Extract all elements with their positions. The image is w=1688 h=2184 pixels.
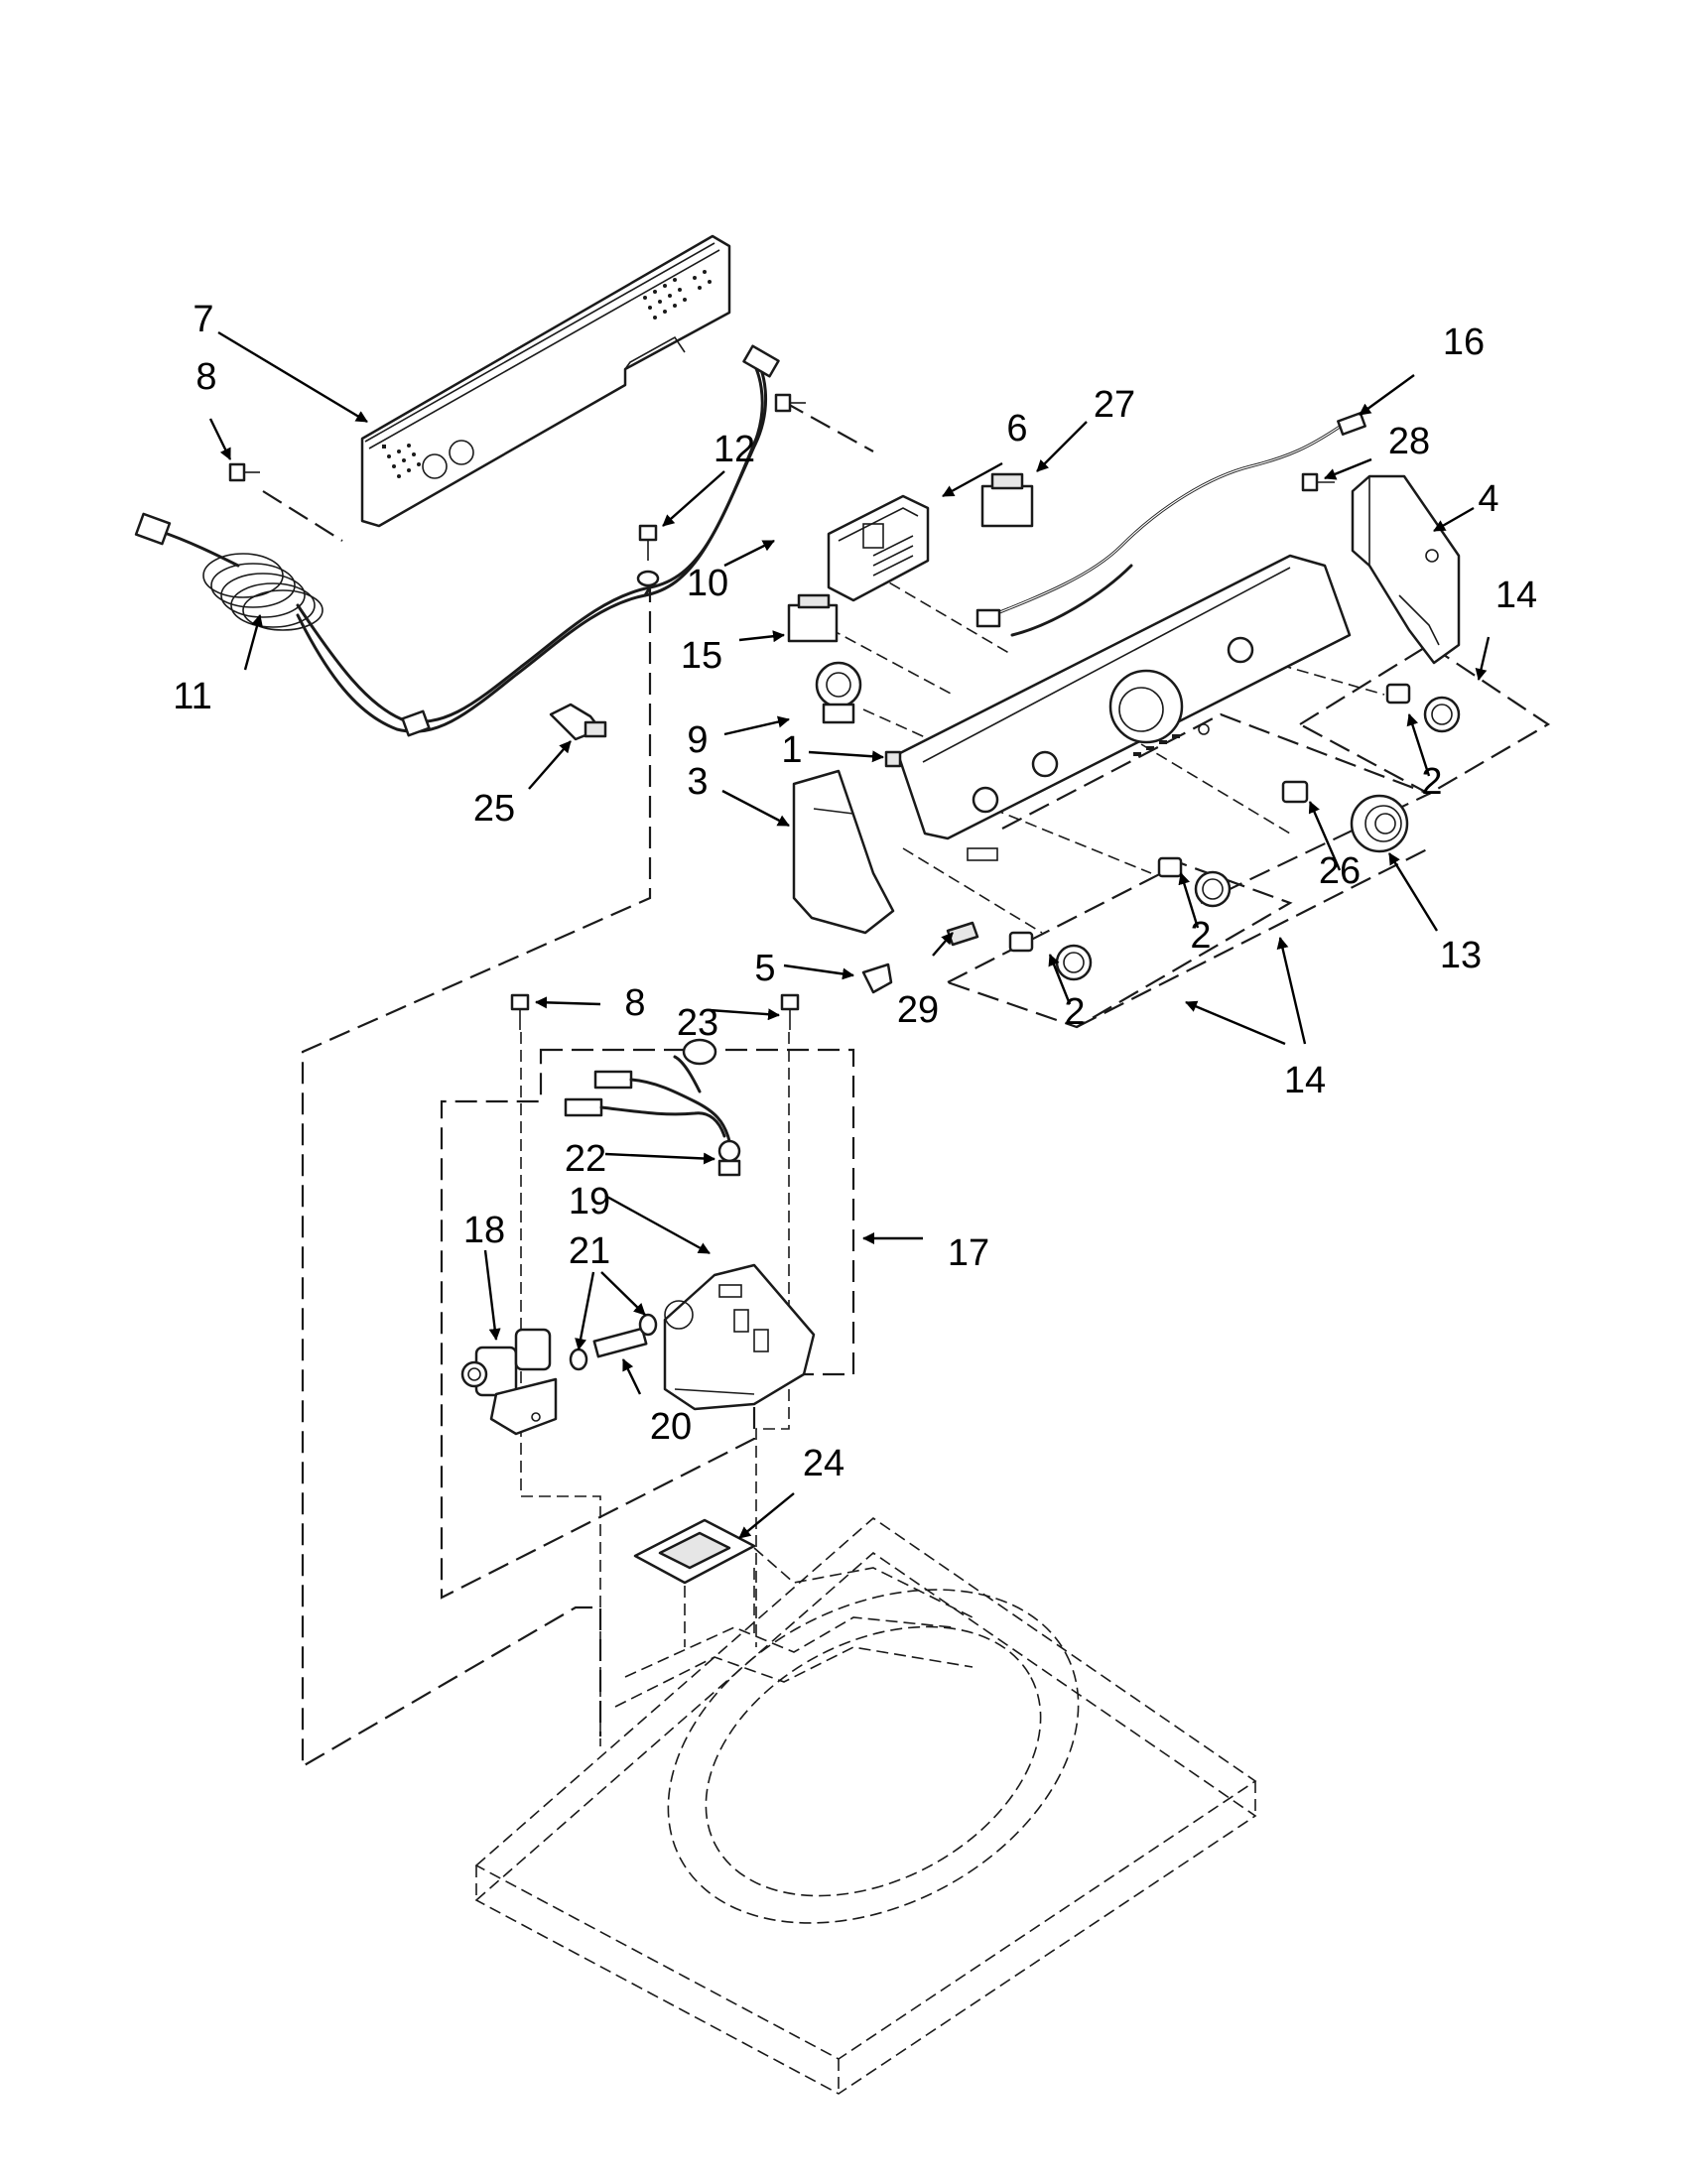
callout-3: 3	[687, 761, 708, 803]
clamp-part-21-left	[569, 1348, 588, 1371]
ground-screw-part-12	[636, 524, 660, 587]
callout-17: 17	[948, 1232, 989, 1274]
pressure-switch-part-9	[815, 661, 862, 724]
callout-14-bottom: 14	[1284, 1060, 1326, 1101]
callout-24: 24	[803, 1443, 844, 1484]
washer-top-base	[474, 1516, 1257, 2095]
tab-part-1	[884, 750, 902, 768]
callout-2-right: 2	[1421, 761, 1442, 803]
spacer-part-26	[1281, 780, 1309, 804]
back-panel-part-7	[360, 234, 731, 528]
wire-harness-part-16	[975, 412, 1366, 637]
screw-part-28	[1301, 472, 1335, 492]
screw-part-10	[774, 393, 806, 413]
callout-27: 27	[1094, 384, 1135, 426]
console-panel	[896, 554, 1352, 861]
callout-15: 15	[681, 635, 722, 677]
callout-22: 22	[565, 1138, 606, 1180]
callout-21: 21	[569, 1230, 610, 1272]
callout-26: 26	[1319, 850, 1361, 892]
callout-20: 20	[650, 1406, 692, 1448]
callout-16: 16	[1443, 321, 1485, 363]
control-board-part-6	[827, 494, 930, 602]
callout-8-lower: 8	[624, 982, 645, 1024]
callout-12: 12	[714, 429, 755, 470]
screw-part-23	[780, 993, 800, 1030]
callout-2-middle: 2	[1190, 915, 1211, 957]
screw-part-8-lower	[510, 993, 530, 1030]
switch-part-15	[787, 593, 839, 643]
callout-25: 25	[473, 788, 515, 830]
callout-18: 18	[463, 1210, 505, 1251]
callout-5: 5	[754, 948, 775, 989]
dispenser-part-19	[663, 1263, 816, 1411]
tube-part-20	[592, 1327, 648, 1358]
power-cord-part-11	[134, 344, 780, 737]
callout-labels: 1 2 2 2 3 4 5 6 7 8 8 9 10 11 12 13 14 1…	[173, 299, 1537, 1484]
switch-part-27	[980, 472, 1034, 528]
grommet-part-24	[633, 1518, 756, 1585]
callout-9: 9	[687, 719, 708, 761]
callout-7: 7	[193, 299, 213, 340]
water-valve-part-18	[460, 1328, 558, 1436]
cord-clamp-part-25	[549, 703, 607, 741]
end-cap-bracket-part-4	[1351, 474, 1461, 665]
assembly-lines	[262, 401, 1551, 1768]
callout-10: 10	[687, 563, 728, 604]
callout-11: 11	[173, 676, 211, 717]
clamp-part-21-right	[638, 1313, 658, 1337]
large-knob-part-13	[1350, 794, 1409, 853]
callout-4: 4	[1478, 478, 1498, 520]
screw-part-8-top	[228, 462, 260, 482]
callout-13: 13	[1440, 935, 1482, 976]
knob-part-2-middle	[1157, 856, 1232, 908]
callout-29: 29	[897, 989, 939, 1031]
knob-part-2-lower	[1008, 931, 1093, 981]
end-cap-part-3	[792, 769, 895, 935]
callout-23: 23	[677, 1002, 718, 1044]
callout-19: 19	[569, 1181, 610, 1222]
callout-28: 28	[1388, 421, 1430, 462]
callout-1: 1	[781, 729, 802, 771]
callout-6: 6	[1006, 408, 1027, 450]
knob-part-2-right	[1385, 683, 1461, 733]
callout-2-lower: 2	[1064, 991, 1085, 1033]
callout-14-right: 14	[1495, 575, 1537, 616]
wire-harness-part-22	[564, 1038, 741, 1177]
clip-part-5	[861, 963, 893, 994]
callout-8-top: 8	[195, 356, 216, 398]
leader-arrows	[208, 330, 1491, 1539]
